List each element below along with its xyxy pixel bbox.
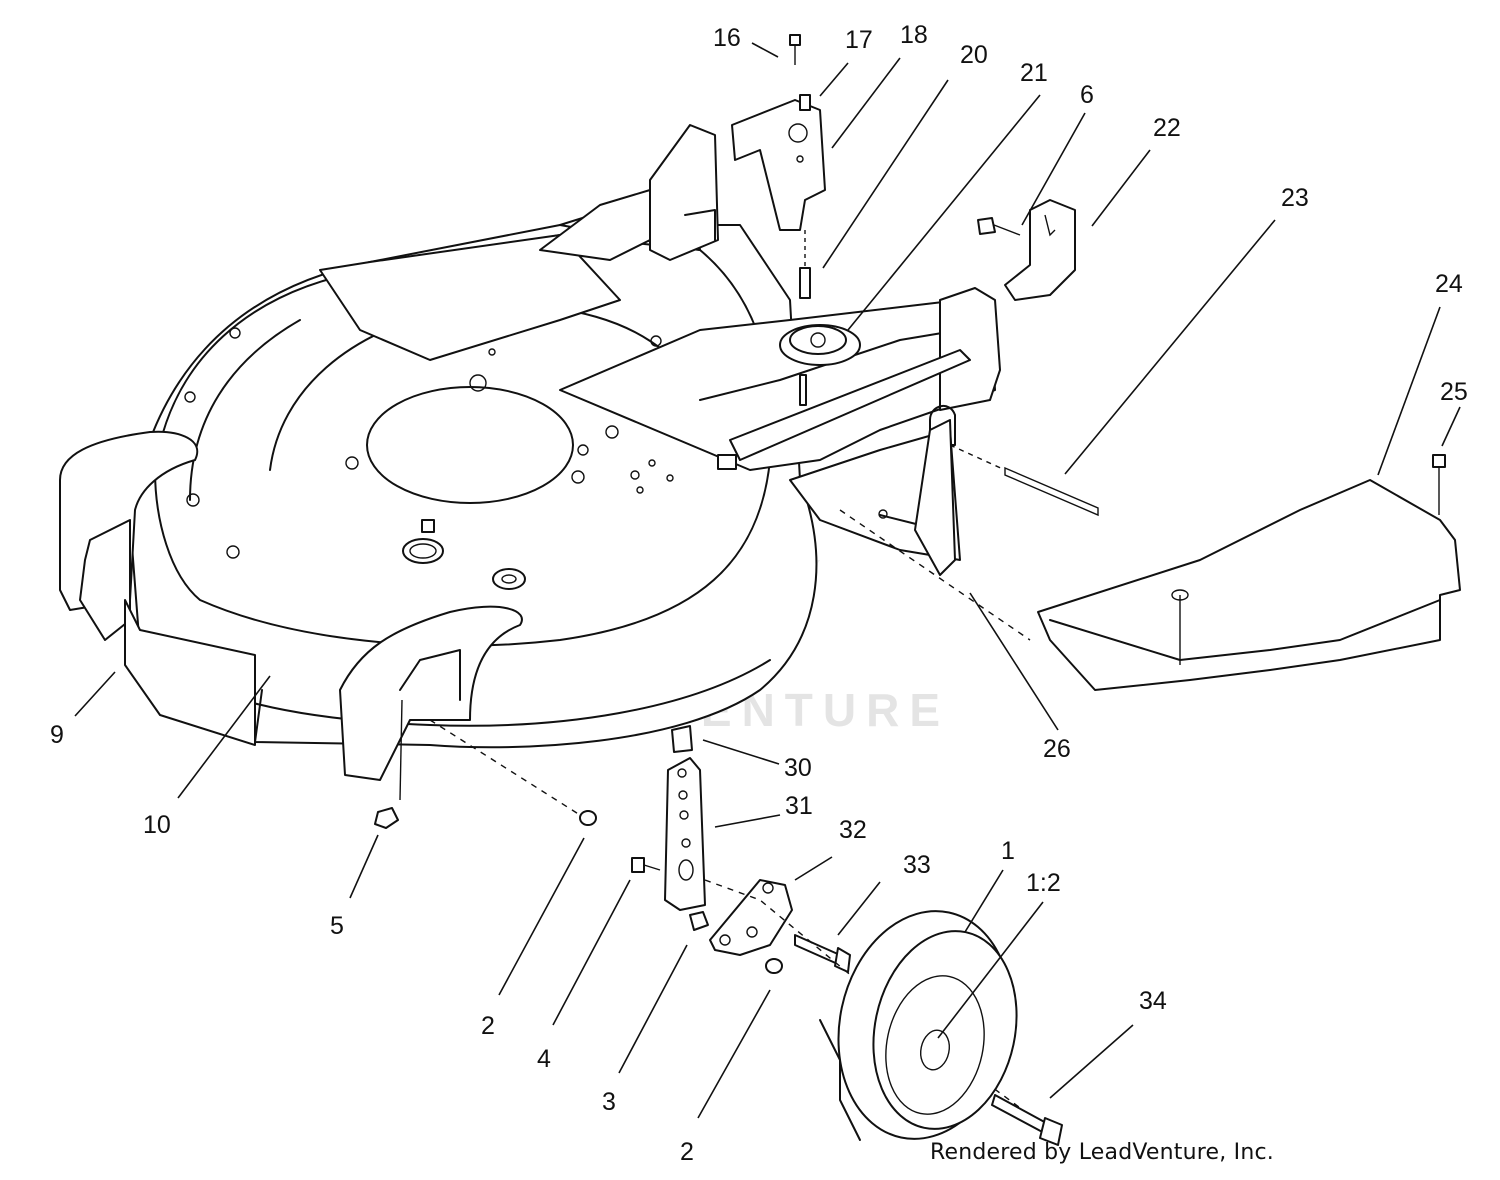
mounting-bracket xyxy=(731,34,826,299)
callout-23: 23 xyxy=(1281,184,1309,212)
wheel-assembly xyxy=(374,719,1063,1146)
callout-22: 22 xyxy=(1153,114,1181,142)
callout-10: 10 xyxy=(143,811,171,839)
callout-24: 24 xyxy=(1435,270,1463,298)
callout-2-upper: 2 xyxy=(481,1012,495,1040)
callout-32: 32 xyxy=(839,816,867,844)
credit-line: Rendered by LeadVenture, Inc. xyxy=(930,1140,1274,1165)
cover-24 xyxy=(1037,454,1461,691)
callout-25: 25 xyxy=(1440,378,1468,406)
callout-30: 30 xyxy=(784,754,812,782)
callout-34: 34 xyxy=(1139,987,1167,1015)
callout-1-2: 1:2 xyxy=(1026,869,1061,897)
callout-1: 1 xyxy=(1001,837,1015,865)
callout-6: 6 xyxy=(1080,81,1094,109)
mower-deck xyxy=(59,124,1001,801)
rod-23 xyxy=(1004,466,1099,517)
callout-26: 26 xyxy=(1043,735,1071,763)
callout-2-lower: 2 xyxy=(680,1138,694,1166)
callout-20: 20 xyxy=(960,41,988,69)
callout-5: 5 xyxy=(330,912,344,940)
callout-21: 21 xyxy=(1020,59,1048,87)
callout-9: 9 xyxy=(50,721,64,749)
callout-18: 18 xyxy=(900,21,928,49)
callout-33: 33 xyxy=(903,851,931,879)
callout-16: 16 xyxy=(713,24,741,52)
bracket-22 xyxy=(977,199,1076,301)
leader-lines xyxy=(74,42,1461,1119)
callout-labels: 16 17 18 20 21 6 22 23 24 25 9 10 26 30 … xyxy=(50,21,1468,1166)
flap-26 xyxy=(914,419,956,576)
callout-31: 31 xyxy=(785,792,813,820)
callout-17: 17 xyxy=(845,26,873,54)
callout-4: 4 xyxy=(537,1045,551,1073)
callout-3: 3 xyxy=(602,1088,616,1116)
